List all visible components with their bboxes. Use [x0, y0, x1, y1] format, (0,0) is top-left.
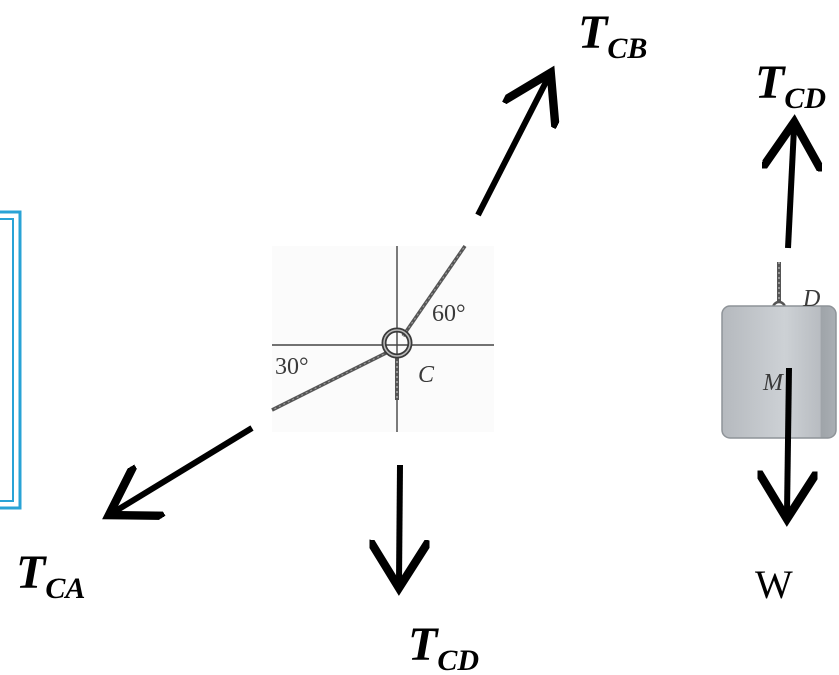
arrow-t-cb — [475, 78, 548, 217]
mass-m-label: M — [762, 370, 785, 396]
left-frame-box — [0, 210, 22, 510]
ring-c-figure: 60° 30° C — [271, 245, 494, 432]
label-t-cd-top: TCD — [755, 56, 826, 115]
arrow-t-cd-top — [788, 128, 794, 249]
point-d-label: D — [802, 286, 820, 312]
angle-60-label: 60° — [432, 301, 466, 327]
block-m — [721, 305, 837, 439]
mass-m-figure: D M — [721, 262, 837, 439]
arrow-t-cd-bottom — [399, 464, 400, 582]
label-weight: W — [755, 562, 793, 607]
arrow-weight — [787, 367, 789, 513]
angle-30-label: 30° — [275, 354, 309, 380]
label-t-cb: TCB — [578, 6, 647, 65]
arrow-t-ca — [114, 425, 254, 512]
label-t-ca: TCA — [16, 546, 85, 605]
ring-c-label: C — [418, 362, 435, 388]
label-t-cd-bottom: TCD — [408, 618, 479, 675]
force-arrows — [114, 78, 794, 582]
